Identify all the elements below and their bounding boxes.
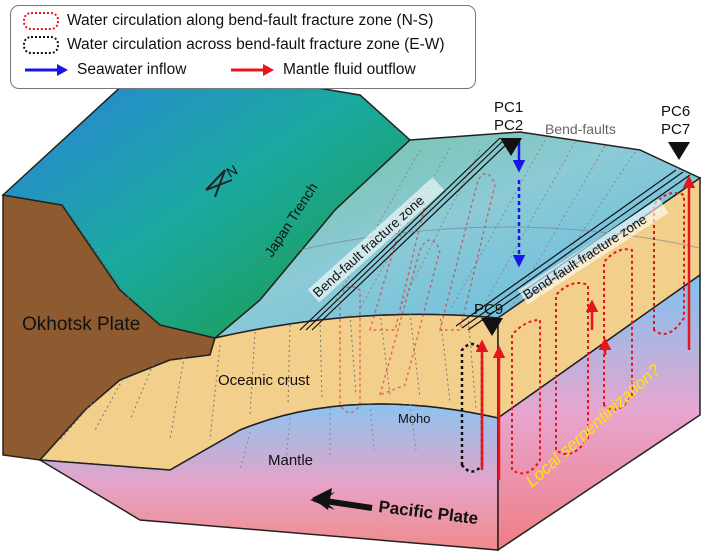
oceanic-crust-label: Oceanic crust — [218, 372, 311, 389]
station-marker-pc1-pc2 — [500, 138, 522, 156]
red-dotted-loop-icon — [23, 12, 59, 30]
black-dotted-loop-icon — [23, 36, 59, 54]
okhotsk-plate-label: Okhotsk Plate — [22, 314, 140, 335]
top-horizon-line — [249, 226, 701, 263]
pacific-plate-arrow-shaft — [324, 498, 373, 511]
fault-lines-okhotsk — [44, 214, 131, 346]
mantle-fluid-arrows-right — [492, 175, 696, 480]
fracture-zone-2-bg — [518, 198, 669, 305]
station-marker-pc6-pc7 — [668, 142, 690, 160]
fracture-zone-1-bg — [307, 177, 445, 303]
fault-lines-mantle — [239, 403, 417, 471]
station-label-pc7: PC7 — [661, 121, 690, 138]
station-label-pc6: PC6 — [661, 103, 690, 120]
legend: Water circulation along bend-fault fract… — [10, 5, 476, 89]
station-label-pc9: PC9 — [474, 301, 503, 318]
legend-item-n-s: Water circulation along bend-fault fract… — [23, 10, 433, 32]
fault-lines-crust — [59, 312, 477, 441]
station-label-pc1: PC1 — [494, 99, 523, 116]
mantle-label: Mantle — [268, 452, 313, 469]
bend-faults-label: Bend-faults — [545, 121, 616, 137]
legend-item-mantle-fluid: Mantle fluid outflow — [229, 59, 416, 81]
n-s-circulation-right — [511, 192, 685, 475]
north-arrow-icon — [205, 169, 233, 198]
legend-text-e-w: Water circulation across bend-fault frac… — [67, 36, 445, 53]
blue-arrow-icon — [25, 64, 68, 76]
legend-item-e-w: Water circulation across bend-fault frac… — [23, 34, 445, 56]
fracture-zone-lines-1 — [299, 137, 513, 331]
red-arrow-icon — [231, 64, 274, 76]
pacific-plate-arrowhead — [312, 488, 332, 510]
station-marker-pc9 — [481, 318, 503, 336]
moho-line — [169, 403, 499, 471]
legend-text-n-s: Water circulation along bend-fault fract… — [67, 12, 434, 29]
station-label-pc2: PC2 — [494, 117, 523, 134]
legend-text-seawater: Seawater inflow — [77, 61, 187, 78]
legend-text-mantle-fluid: Mantle fluid outflow — [283, 61, 416, 78]
legend-item-seawater: Seawater inflow — [23, 59, 186, 81]
moho-label: Moho — [398, 411, 431, 426]
